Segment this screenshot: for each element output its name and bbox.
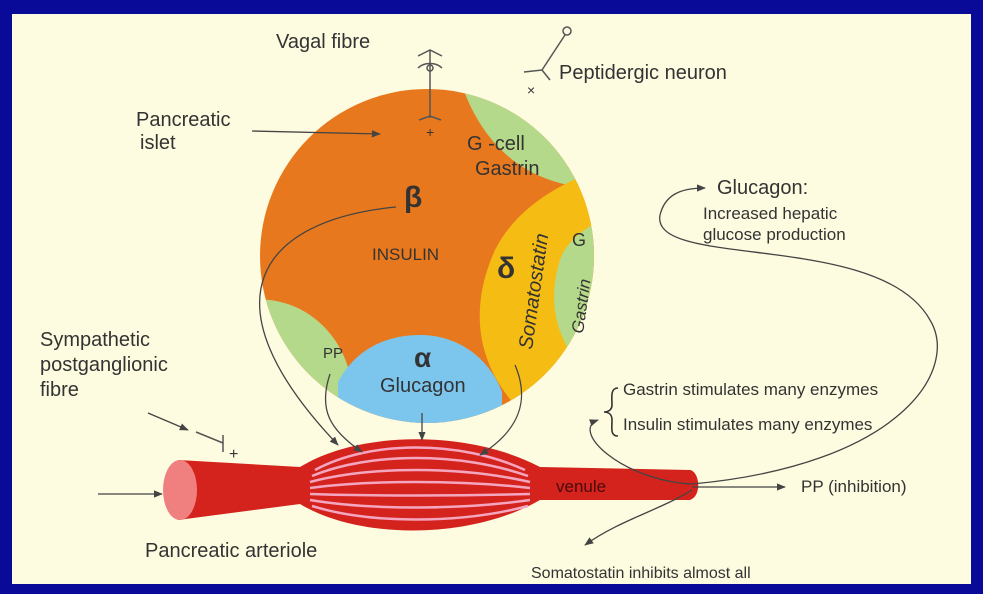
venule-label: venule — [556, 477, 606, 496]
sympathetic-label-3: fibre — [40, 379, 79, 401]
glucagon-cell-label: Glucagon — [380, 375, 466, 397]
pancreatic-islet-label-2: islet — [140, 132, 176, 154]
sympathetic-label-2: postganglionic — [40, 354, 168, 376]
peptidergic-neuron-label: Peptidergic neuron — [559, 62, 727, 84]
glucagon-effect-1: Glucagon: — [717, 177, 808, 199]
enzymes-brace — [604, 388, 618, 436]
glucagon-effect-2: Increased hepatic — [703, 204, 838, 223]
insulin-effect-label: Insulin stimulates many enzymes — [623, 415, 872, 434]
pancreatic-islet-label-1: Pancreatic — [136, 109, 231, 131]
beta-symbol: β — [404, 181, 422, 214]
sympathetic-plus-sign: + — [229, 446, 238, 463]
peptidergic-minus-sign: × — [527, 82, 535, 98]
sympathetic-label-1: Sympathetic — [40, 329, 150, 351]
glucagon-effect-3: glucose production — [703, 225, 846, 244]
delta-symbol: δ — [497, 252, 515, 285]
gcell-label-1: G -cell — [467, 133, 525, 155]
arteriole-opening — [163, 460, 197, 520]
g-small-label: G — [572, 230, 586, 250]
pp-effect-label: PP (inhibition) — [801, 477, 907, 496]
somatostatin-effect-label: Somatostatin inhibits almost all — [531, 565, 751, 582]
islet-diagram: Vagal fibre Peptidergic neuron Pancreati… — [12, 14, 971, 584]
blood-vessel — [163, 439, 698, 530]
insulin-label: INSULIN — [372, 245, 439, 264]
arteriole — [178, 439, 698, 530]
diagram-panel: Vagal fibre Peptidergic neuron Pancreati… — [12, 14, 971, 584]
sympathetic-pointer-arrow — [148, 413, 188, 430]
arteriole-label: Pancreatic arteriole — [145, 540, 317, 562]
vagal-plus-sign: + — [426, 124, 434, 140]
vagal-fibre-label: Vagal fibre — [276, 31, 370, 53]
gcell-label-2: Gastrin — [475, 158, 539, 180]
alpha-symbol: α — [414, 342, 431, 373]
gastrin-effect-label: Gastrin stimulates many enzymes — [623, 380, 878, 399]
sympathetic-synapse — [196, 432, 223, 452]
pp-cell-label: PP — [323, 345, 343, 362]
